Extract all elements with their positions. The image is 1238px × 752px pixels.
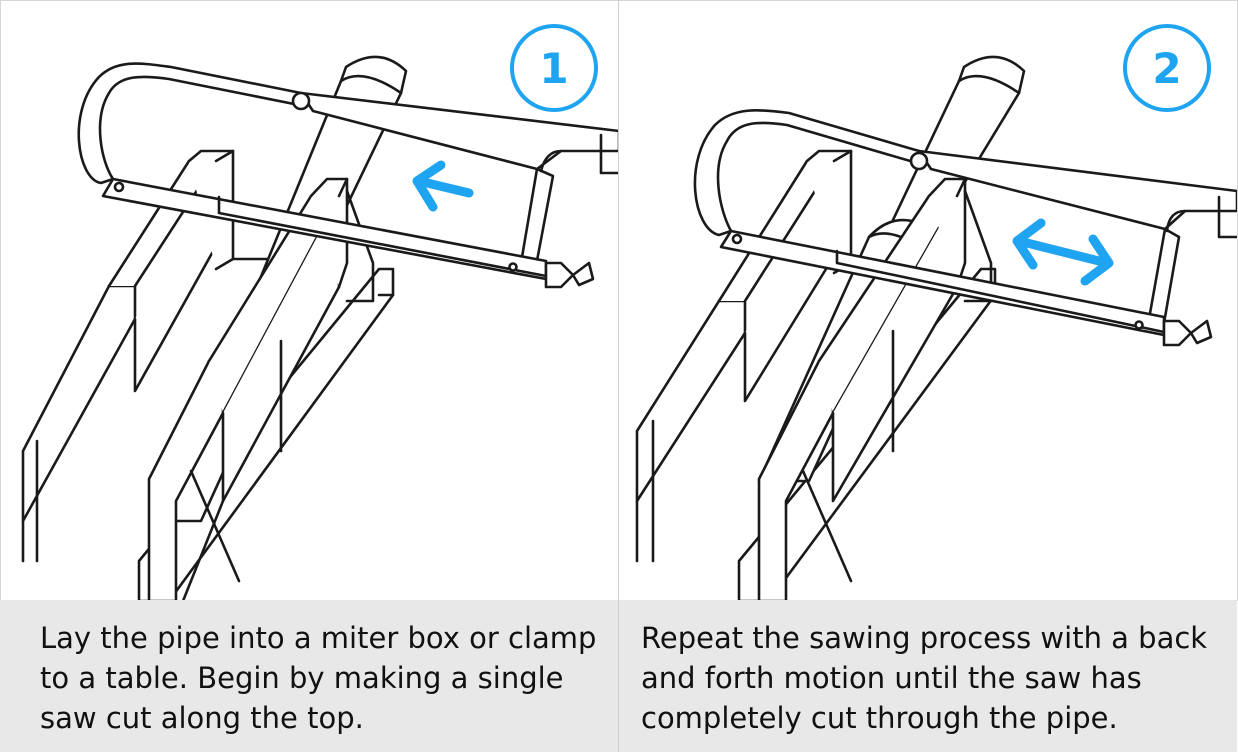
miter-box-front-wall [147, 177, 375, 601]
caption-line: to a table. Begin by making a single [40, 661, 564, 695]
step-2-panel: 2 Repeat the sawing process with a back … [619, 0, 1238, 752]
caption-line: Repeat the sawing process with a back [641, 621, 1208, 655]
caption-line: Lay the pipe into a miter box or clamp [40, 621, 597, 655]
step-number: 1 [539, 44, 568, 93]
caption-line: and forth motion until the saw has [641, 661, 1142, 695]
step-1-illustration: 1 [0, 0, 619, 601]
step-2-illustration: 2 [619, 0, 1238, 601]
hacksaw [77, 62, 619, 289]
step-number-badge: 1 [510, 24, 598, 112]
caption-line: saw cut along the top. [40, 701, 364, 735]
panel-divider [618, 0, 619, 752]
hacksaw [693, 109, 1237, 347]
step-number: 2 [1152, 44, 1181, 93]
step-number-badge: 2 [1123, 24, 1211, 112]
caption-line: completely cut through the pipe. [641, 701, 1118, 735]
step-1-panel: 1 Lay the pipe into a miter box or clamp… [0, 0, 619, 752]
double-arrow-icon [1012, 218, 1114, 286]
left-arrow-icon [412, 160, 474, 212]
step-1-caption: Lay the pipe into a miter box or clamp t… [0, 600, 618, 752]
step-2-caption: Repeat the sawing process with a back an… [619, 600, 1237, 752]
